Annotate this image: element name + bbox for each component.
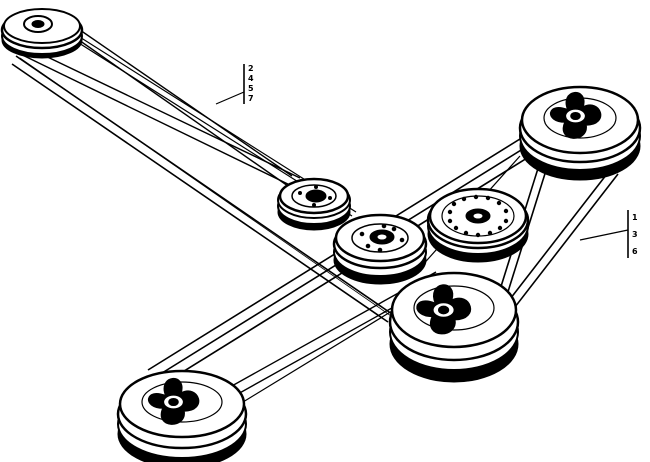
- belt-long-left: [7, 21, 395, 323]
- callout-left-label-1: 4: [248, 74, 254, 83]
- callout-right-label-1: 3: [632, 230, 638, 239]
- pulley-top-right: [518, 85, 642, 181]
- pulley-center-lower: [332, 213, 428, 285]
- callout-right-label-0: 1: [632, 213, 638, 222]
- callout-right: 1 3 6: [579, 210, 638, 258]
- callout-left-label-0: 2: [248, 64, 254, 73]
- pulley-top-left: [0, 8, 84, 59]
- pulley-bottom-right: [388, 271, 520, 383]
- callout-left-label-2: 5: [248, 84, 254, 93]
- callout-left: 2 4 5 7: [215, 64, 254, 105]
- pulley-bottom-left: [116, 369, 248, 462]
- pulley-center-upper: [277, 177, 351, 231]
- callout-left-label-3: 7: [248, 94, 254, 103]
- pulley-center-right: [426, 187, 530, 263]
- callout-right-label-2: 6: [632, 247, 638, 256]
